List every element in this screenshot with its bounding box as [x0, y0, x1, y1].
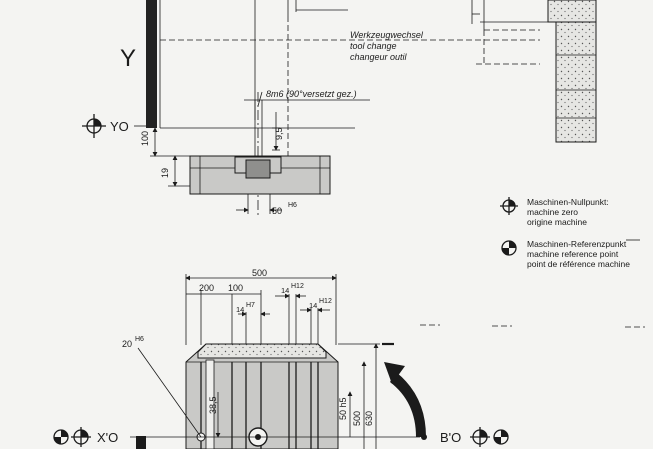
- scan-dashes: [420, 239, 645, 328]
- quartered-circle-icon: [493, 429, 509, 445]
- machine-b0-markers: [421, 427, 509, 447]
- machine-x0-markers: [53, 427, 146, 449]
- dim-500-top: 500: [252, 268, 267, 278]
- dim-h12-a: H12: [291, 283, 304, 290]
- y0-label: YO: [110, 119, 129, 134]
- legend-ref-de: Maschinen-Referenzpunkt: [527, 239, 627, 249]
- dim-20: 20: [122, 339, 132, 349]
- legend: Maschinen-Nullpunkt: machine zero origin…: [500, 197, 630, 269]
- quartered-circle-icon: [53, 429, 69, 445]
- top-dimension-lines: [185, 274, 337, 345]
- tool-change-fr: changeur outil: [350, 52, 408, 62]
- legend-reference-icon: [501, 240, 517, 256]
- crosshair-circle-icon: [470, 427, 490, 447]
- crosshair-circle-icon: [94, 119, 101, 126]
- upper-table-block: [189, 155, 331, 214]
- legend-zero-en: machine zero: [527, 207, 578, 217]
- fit-note: 8m6 (90°versetzt gez.): [244, 89, 370, 107]
- y-axis-label: Y: [120, 45, 136, 72]
- leader-20-h6: [137, 347, 202, 438]
- machine-zero-y-marker: [82, 114, 146, 138]
- dim-100-top: 100: [228, 283, 243, 293]
- tool-change-de: Werkzeugwechsel: [350, 30, 424, 40]
- dim-630: 630: [364, 411, 374, 426]
- legend-zero-de: Maschinen-Nullpunkt:: [527, 197, 609, 207]
- tool-change-note: Werkzeugwechsel tool change changeur out…: [350, 30, 424, 62]
- dim-19: 19: [160, 168, 170, 178]
- legend-zero-fr: origine machine: [527, 217, 587, 227]
- dim-lines-left: [150, 127, 190, 187]
- fit-note-text: 8m6 (90°versetzt gez.): [266, 89, 357, 99]
- dim-h7: H7: [246, 302, 255, 309]
- dim-14-h12-b: 14: [309, 301, 317, 310]
- upper-frame-lines: [160, 0, 540, 160]
- legend-ref-fr: point de référence machine: [527, 259, 630, 269]
- dim-14-h7: 14: [236, 305, 244, 314]
- dim-9-5: 9,5: [274, 127, 284, 140]
- spindle-pin: [254, 92, 280, 215]
- rotation-arrow-b: [384, 362, 426, 437]
- column-fragment: [471, 0, 597, 143]
- dim-20-h6: H6: [135, 336, 144, 343]
- dim-200: 200: [199, 283, 214, 293]
- legend-zero-icon: [500, 197, 518, 215]
- rotary-table-plan: [130, 343, 420, 449]
- x0-label: X'O: [97, 430, 118, 445]
- dim-h12-b: H12: [319, 298, 332, 305]
- tool-change-en: tool change: [350, 41, 397, 51]
- dim-38-5: 38,5: [208, 396, 218, 414]
- y-axis-column: [146, 0, 161, 128]
- dim-50-h6: H6: [288, 202, 297, 209]
- right-dimension-lines: [338, 342, 394, 449]
- dim-100: 100: [140, 131, 150, 146]
- dim-14-h12-a: 14: [281, 286, 289, 295]
- dim-50-h5: 50 h5: [338, 397, 348, 420]
- dim-50: 50: [272, 206, 282, 216]
- b0-label: B'O: [440, 430, 461, 445]
- legend-ref-en: machine reference point: [527, 249, 619, 259]
- dim-500-v: 500: [352, 411, 362, 426]
- crosshair-circle-icon: [71, 427, 91, 447]
